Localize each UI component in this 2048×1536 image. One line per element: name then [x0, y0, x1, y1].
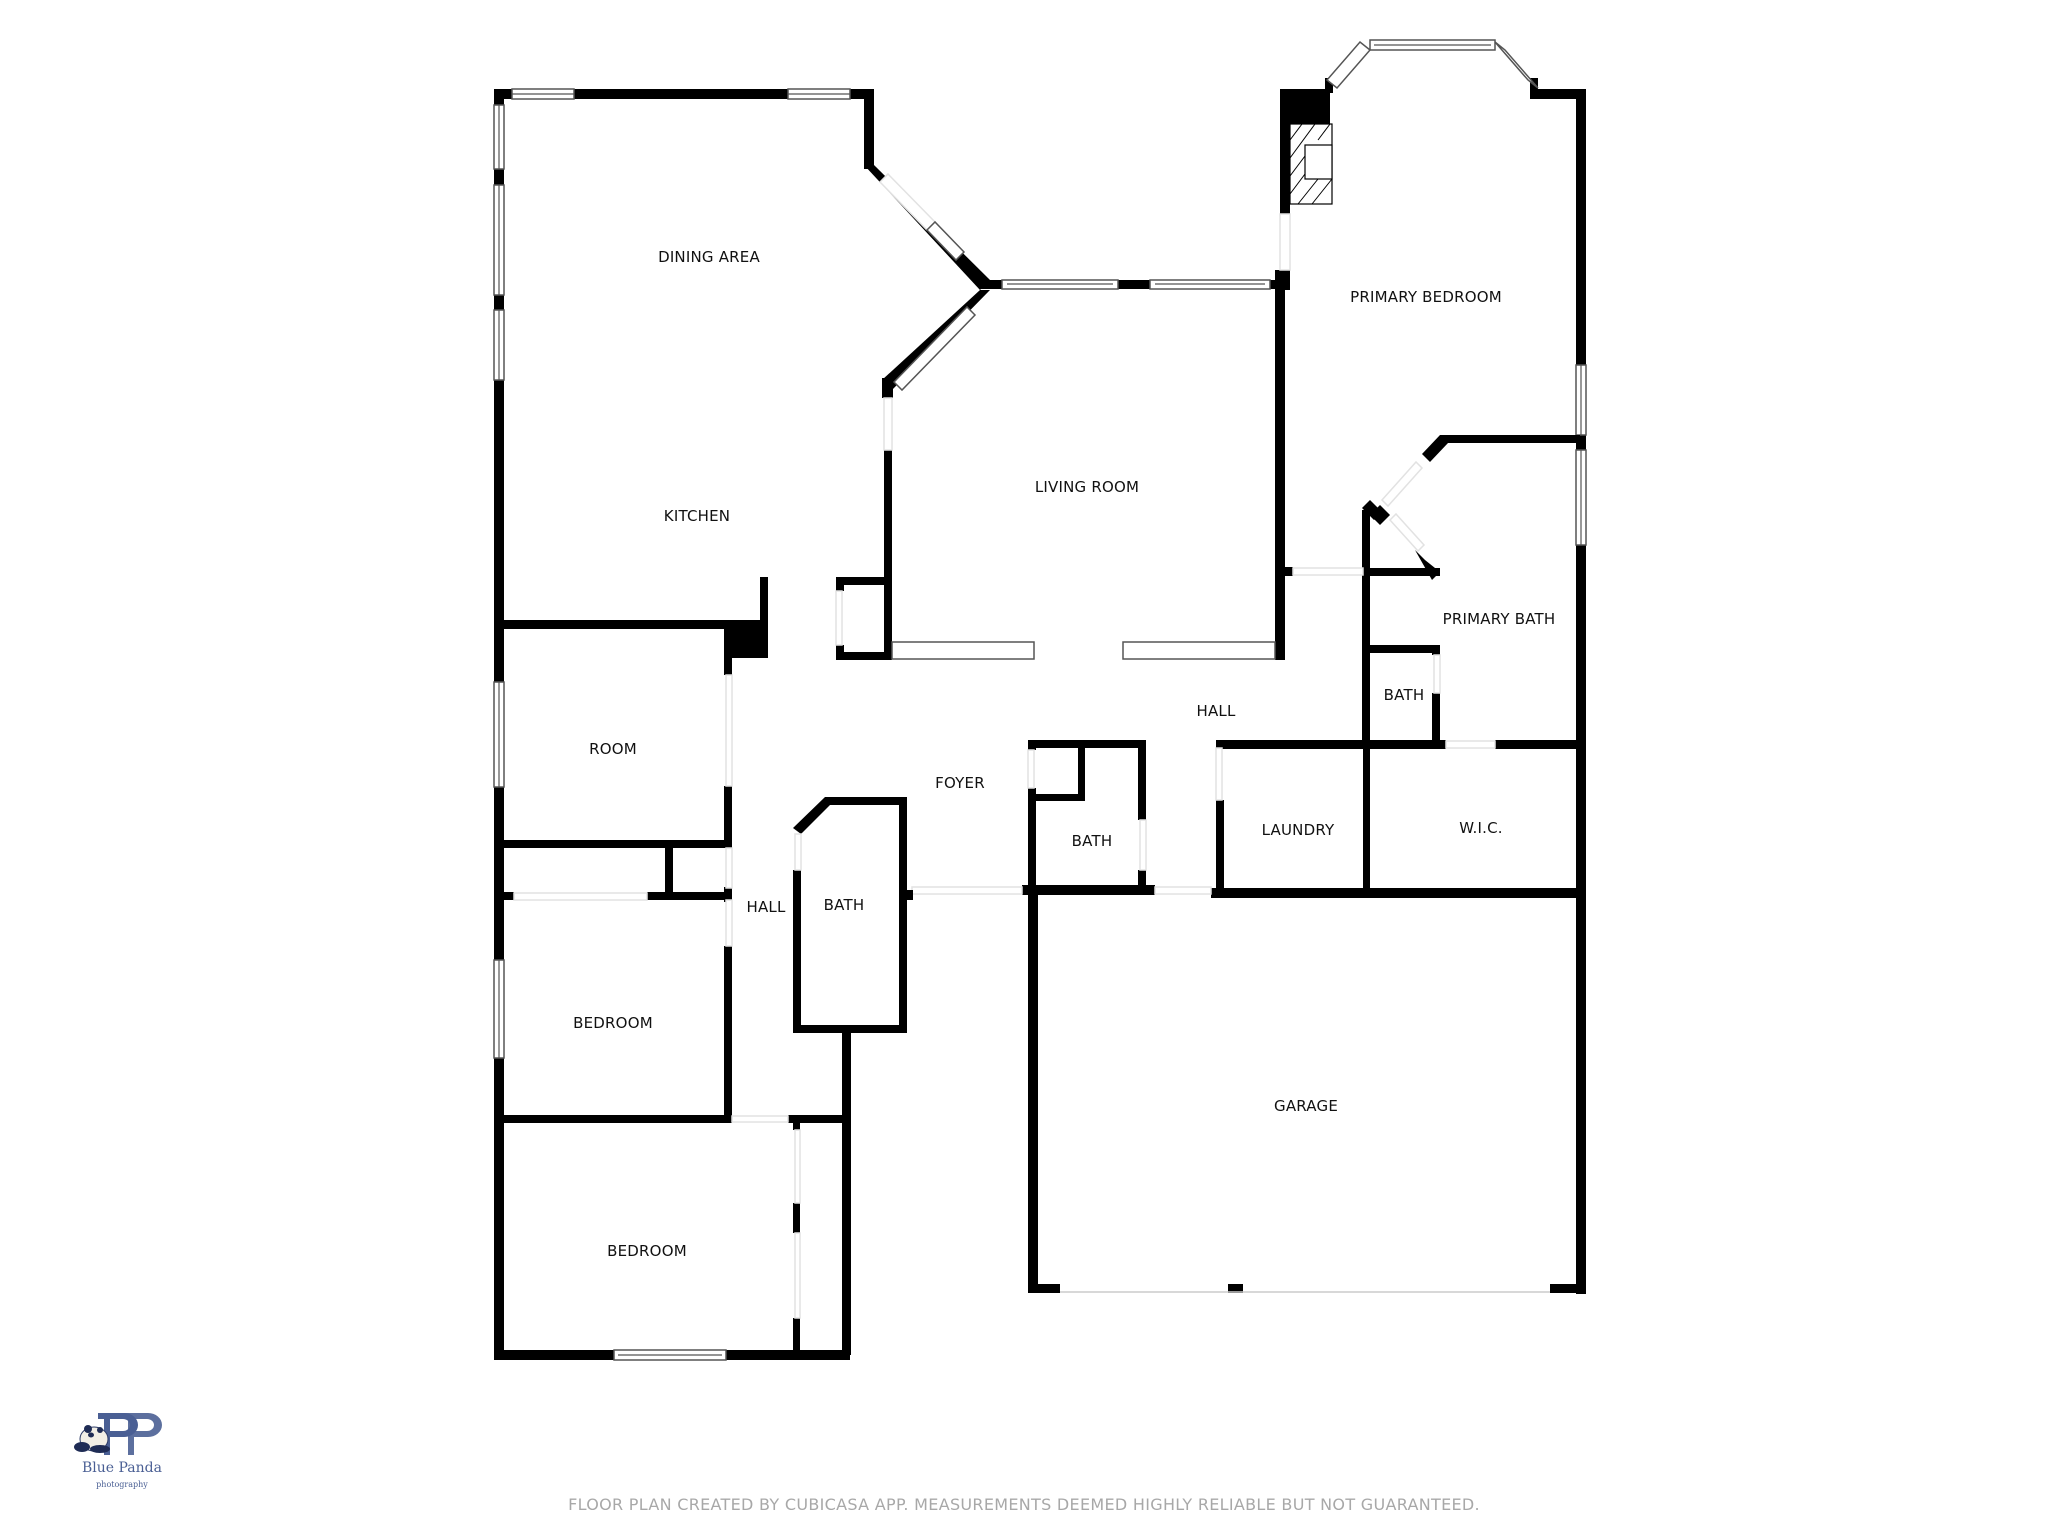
label-wic: W.I.C. — [1459, 819, 1503, 837]
label-bath-primary-wc: BATH — [1384, 686, 1425, 704]
garage-walls — [1028, 890, 1586, 1293]
logo-name: Blue Panda — [82, 1460, 162, 1476]
foyer-bath-doors — [911, 749, 1212, 895]
label-bedroom-1: BEDROOM — [573, 1014, 653, 1032]
logo-tagline: photography — [96, 1480, 148, 1489]
label-room: ROOM — [589, 740, 637, 758]
laundry-door — [1215, 747, 1223, 801]
living-room-walls — [836, 270, 1293, 660]
bp-monogram-icon — [98, 1413, 162, 1455]
bedroom-1-doors-windows — [493, 899, 789, 1123]
label-bath-hall: BATH — [824, 896, 865, 914]
label-dining-area: DINING AREA — [658, 248, 760, 266]
primary-bath-walls — [1220, 435, 1580, 749]
primary-bedroom-windows — [1279, 39, 1587, 546]
disclaimer: FLOOR PLAN CREATED BY CUBICASA APP. MEAS… — [568, 1495, 1480, 1514]
bedroom-1-walls — [494, 946, 850, 1130]
label-primary-bedroom: PRIMARY BEDROOM — [1350, 288, 1502, 306]
label-garage: GARAGE — [1274, 1097, 1338, 1115]
label-kitchen: KITCHEN — [664, 507, 730, 525]
dining-windows — [493, 88, 966, 381]
bedroom-2-doors-windows — [613, 1129, 801, 1361]
laundry-wic-walls — [1211, 740, 1586, 898]
label-primary-bath: PRIMARY BATH — [1443, 610, 1556, 628]
hall-bath-door — [794, 833, 802, 871]
fireplace-hatch — [1289, 123, 1333, 205]
label-foyer: FOYER — [935, 774, 985, 792]
panda-icon — [74, 1425, 110, 1453]
label-bath-foyer: BATH — [1072, 832, 1113, 850]
label-hall-east: HALL — [1196, 702, 1235, 720]
label-laundry: LAUNDRY — [1262, 821, 1335, 839]
primary-bath-doors — [1292, 460, 1496, 749]
label-living-room: LIVING ROOM — [1035, 478, 1139, 496]
hall-bath-walls — [793, 797, 913, 1355]
room-walls — [494, 625, 732, 902]
blue-panda-logo — [74, 1413, 162, 1455]
living-room-windows — [835, 279, 1276, 660]
foyer-bath-walls — [1022, 740, 1155, 895]
room-doors-windows — [493, 674, 733, 901]
primary-bedroom-walls — [1280, 78, 1586, 1294]
label-bedroom-2: BEDROOM — [607, 1242, 687, 1260]
label-hall-west: HALL — [746, 898, 785, 916]
dining-kitchen-walls — [494, 89, 990, 1359]
